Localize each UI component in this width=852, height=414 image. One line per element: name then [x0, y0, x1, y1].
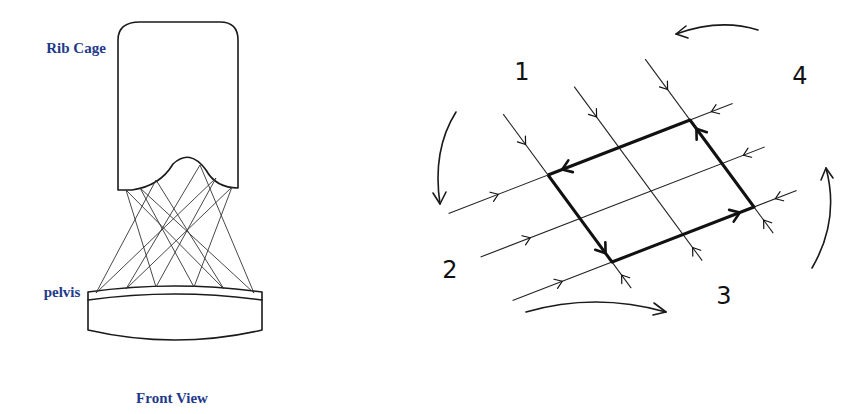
- pelvis-outline: [88, 286, 262, 340]
- force-arrowhead: [693, 248, 701, 257]
- rotation-arrow: [676, 26, 688, 38]
- element-square: [548, 120, 754, 262]
- quadrant-number: 4: [792, 63, 807, 89]
- force-arrowhead: [589, 109, 597, 118]
- rotation-arrow: [526, 302, 666, 312]
- rotation-arrow: [676, 25, 758, 34]
- force-arrowhead: [711, 105, 719, 114]
- force-grid: [449, 59, 797, 300]
- force-arrowhead: [490, 192, 498, 201]
- force-arrowhead: [554, 279, 562, 288]
- rotation-arrow: [821, 168, 833, 180]
- part-label: Rib Cage: [46, 40, 106, 57]
- muscle-fiber: [126, 187, 232, 289]
- muscle-fiber: [200, 165, 254, 293]
- muscle-fiber: [194, 187, 232, 287]
- part-label: pelvis: [44, 284, 81, 301]
- quadrant-number: 1: [514, 59, 529, 85]
- rotation-arrow: [433, 192, 446, 204]
- muscle-fibers: [96, 165, 254, 293]
- pelvis-rim: [88, 294, 262, 300]
- rotation-arrow: [653, 303, 666, 315]
- rotation-arrow: [812, 168, 831, 268]
- shear-arrowhead: [696, 129, 706, 140]
- force-arrowhead: [522, 236, 530, 245]
- quadrant-number: 3: [716, 283, 731, 309]
- force-arrowhead: [775, 192, 783, 201]
- quadrant-number: 2: [442, 257, 457, 283]
- view-caption: Front View: [136, 390, 208, 407]
- muscle-fiber: [140, 188, 254, 293]
- muscle-fiber: [96, 180, 156, 293]
- muscle-fiber: [156, 178, 216, 287]
- shear-arrowhead: [595, 242, 605, 253]
- force-arrowhead: [743, 148, 751, 157]
- force-arrowhead: [764, 220, 772, 229]
- force-arrowhead: [518, 136, 526, 145]
- muscle-fiber: [140, 188, 194, 287]
- force-arrowhead: [622, 275, 630, 284]
- force-arrowhead: [660, 81, 668, 90]
- shear-arrowhead: [729, 210, 740, 222]
- muscle-fiber: [126, 190, 224, 289]
- shear-arrowhead: [562, 160, 573, 172]
- rotation-arrow: [438, 112, 456, 204]
- rib-cage-outline: [118, 22, 238, 190]
